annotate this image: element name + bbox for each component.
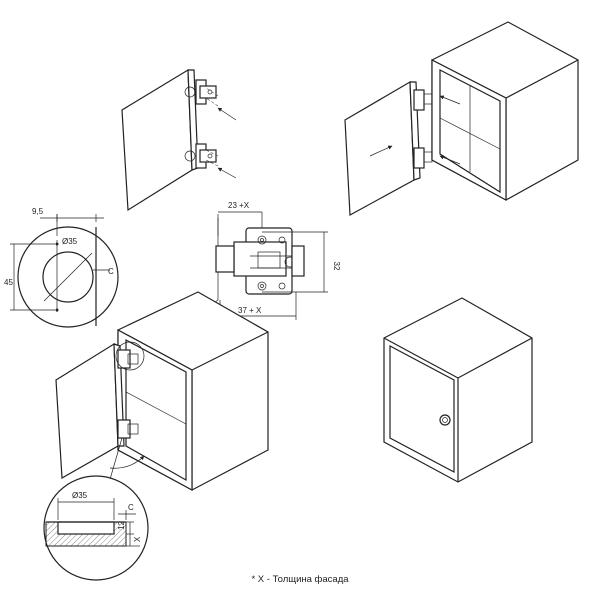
dim-37-plus-x: 37 + X xyxy=(238,306,262,315)
dim-cup-diameter-bottom: Ø35 xyxy=(72,491,88,500)
dim-gap-c-left: C xyxy=(108,267,114,276)
hinge-plate-detail xyxy=(141,211,328,353)
dim-32: 32 xyxy=(332,262,341,271)
lock-icon xyxy=(439,414,451,426)
dim-offset-9-5: 9,5 xyxy=(32,207,44,216)
door-with-hinges-view xyxy=(121,68,237,212)
cup-hole-detail xyxy=(10,214,119,328)
dim-thickness-x: X xyxy=(133,536,142,542)
dim-height-45: 45 xyxy=(4,278,13,287)
dim-cup-diameter-top: Ø35 xyxy=(62,237,78,246)
dim-gap-c-bottom: C xyxy=(128,503,134,512)
dim-23-plus-x: 23 +X xyxy=(228,201,250,210)
dim-depth-12: 12 xyxy=(117,521,126,530)
footnote: * X - Толщина фасада xyxy=(251,574,349,585)
cup-section-detail xyxy=(43,475,149,581)
upper-hinge xyxy=(184,79,217,105)
closed-cabinet-view xyxy=(383,297,533,483)
open-cabinet-view xyxy=(55,291,269,501)
cabinet-mounting-view xyxy=(344,21,579,216)
